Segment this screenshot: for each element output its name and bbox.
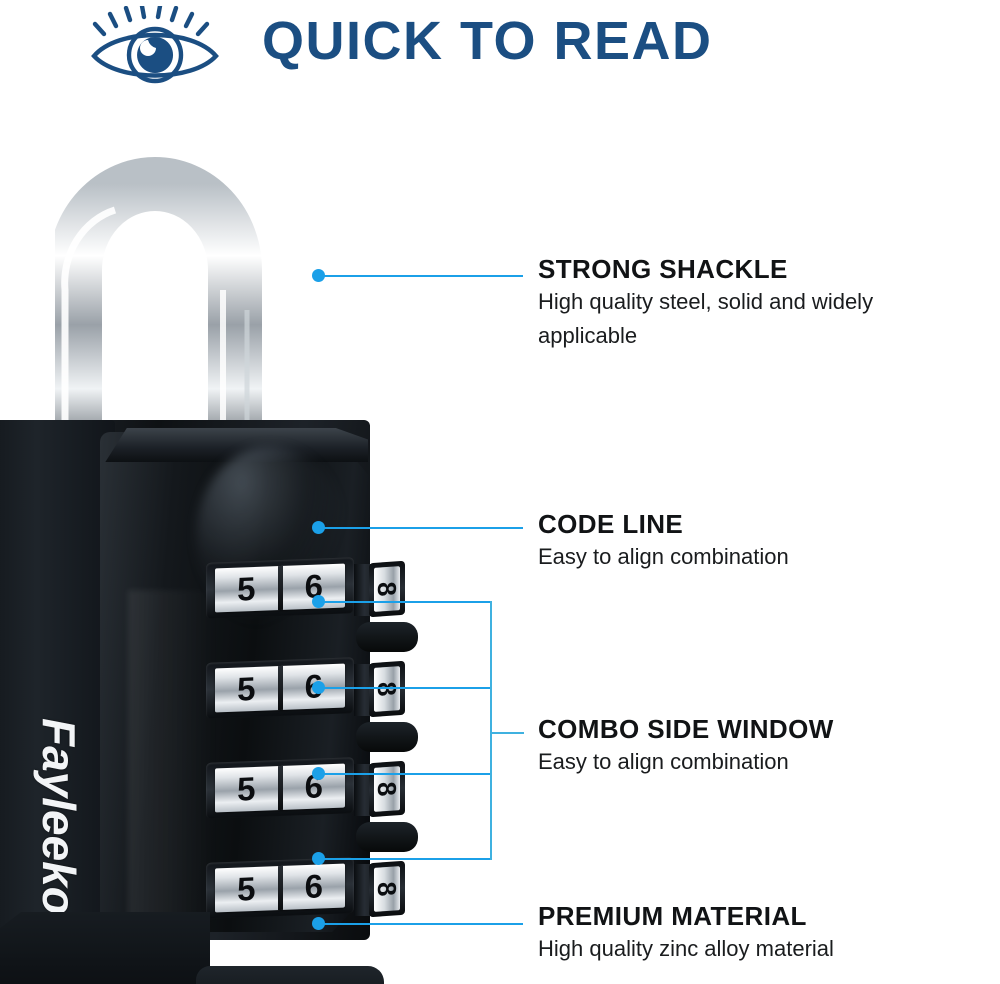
combination-dials: 5 6 8 5 6 xyxy=(206,557,436,980)
callout-body-line-2: applicable xyxy=(538,323,638,348)
leader-line-side-window-3 xyxy=(318,773,492,775)
side-window: 8 xyxy=(369,560,405,618)
callout-combo-side-window: COMBO SIDE WINDOW Easy to align combinat… xyxy=(538,713,834,779)
dial-number-strip: 5 6 xyxy=(215,863,345,913)
page-title: QUICK TO READ xyxy=(262,11,713,71)
leader-line-side-window-4 xyxy=(318,858,492,860)
dial-digit-left: 5 xyxy=(237,869,256,908)
lock-body-left-chamfer xyxy=(0,420,115,940)
leader-bracket-spine xyxy=(490,601,492,860)
dial-row[interactable]: 5 6 8 xyxy=(206,757,436,822)
side-window-digit: 8 xyxy=(372,580,402,598)
leader-line-strong-shackle xyxy=(318,275,523,277)
side-window-digit: 8 xyxy=(372,780,402,798)
leader-line-code-line xyxy=(318,527,523,529)
callout-body-line-1: Easy to align combination xyxy=(538,544,789,569)
dial-row[interactable]: 5 6 8 xyxy=(206,557,436,622)
side-window: 8 xyxy=(369,660,405,718)
side-window-strip: 8 xyxy=(372,666,402,712)
brand-logo: Fayleeko xyxy=(33,718,85,915)
body-highlight-left xyxy=(128,590,218,920)
side-window-digit: 8 xyxy=(372,680,402,698)
callout-title: COMBO SIDE WINDOW xyxy=(538,714,834,744)
callout-strong-shackle: STRONG SHACKLE High quality steel, solid… xyxy=(538,253,873,353)
dial-digit-right: 6 xyxy=(304,867,323,906)
dial-spacer xyxy=(356,622,418,652)
leader-line-side-window-1 xyxy=(318,601,492,603)
callout-title: CODE LINE xyxy=(538,509,684,539)
padlock-illustration: Fayleeko 5 6 8 xyxy=(0,120,470,984)
side-window-strip: 8 xyxy=(372,566,402,612)
callout-body-line-1: Easy to align combination xyxy=(538,749,789,774)
lock-base-left xyxy=(0,912,210,984)
lock-base xyxy=(196,966,384,984)
side-window: 8 xyxy=(369,760,405,818)
dial-row[interactable]: 5 6 8 xyxy=(206,857,436,922)
dial-spacer xyxy=(356,822,418,852)
dial-row[interactable]: 5 6 8 xyxy=(206,657,436,722)
leader-line-side-window-2 xyxy=(318,687,492,689)
header-banner: QUICK TO READ xyxy=(0,0,1000,92)
callout-premium-material: PREMIUM MATERIAL High quality zinc alloy… xyxy=(538,900,834,966)
dial-digit-left: 5 xyxy=(237,769,256,808)
eye-icon xyxy=(90,3,220,84)
side-window-digit: 8 xyxy=(372,880,402,898)
dial-number-strip: 5 6 xyxy=(215,563,345,613)
dial-front-face: 5 6 xyxy=(206,757,354,819)
dial-front-face: 5 6 xyxy=(206,557,354,619)
shackle xyxy=(48,140,355,470)
callout-title: STRONG SHACKLE xyxy=(538,254,788,284)
leader-line-premium-material xyxy=(318,923,523,925)
dial-front-face: 5 6 xyxy=(206,857,354,919)
side-window-strip: 8 xyxy=(372,866,402,912)
callout-code-line: CODE LINE Easy to align combination xyxy=(538,508,789,574)
dial-number-strip: 5 6 xyxy=(215,763,345,813)
side-window: 8 xyxy=(369,860,405,918)
dial-digit-left: 5 xyxy=(237,669,256,708)
leader-line-combo-side-window xyxy=(490,732,524,734)
callout-title: PREMIUM MATERIAL xyxy=(538,901,807,931)
callout-body-line-1: High quality steel, solid and widely xyxy=(538,289,874,314)
dial-digit-left: 5 xyxy=(237,569,256,608)
dial-spacer xyxy=(356,722,418,752)
callout-body-line-1: High quality zinc alloy material xyxy=(538,936,834,961)
